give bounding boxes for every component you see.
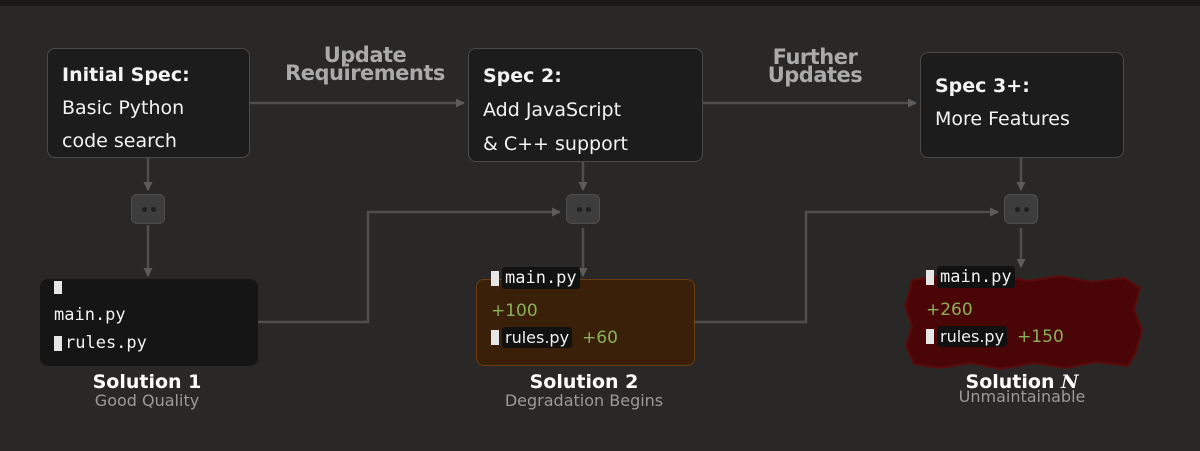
solution-1-box: main.py rules.py: [40, 279, 258, 366]
line-delta: +100: [491, 301, 538, 321]
solution-subtitle: Unmaintainable: [958, 387, 1086, 406]
robot-icon: [131, 194, 165, 224]
file-icon: [54, 280, 62, 294]
spec-text: Basic Python: [62, 97, 185, 119]
arrow-sol2-robotN: [695, 207, 999, 324]
solution-n-caption: Solution N Unmaintainable: [922, 371, 1122, 406]
file-name: main.py: [54, 305, 126, 325]
solution-1-caption: Solution 1 Good Quality: [47, 371, 247, 410]
update-requirements-label: Update Requirements: [285, 43, 445, 85]
spec-3-box: Spec 3+: More Features: [920, 52, 1124, 158]
file-icon: [491, 270, 499, 286]
robot-icon: [1004, 194, 1038, 224]
file-icon: [926, 269, 934, 285]
file-name: main.py: [937, 266, 1015, 288]
spec-text: code search: [62, 130, 177, 152]
spec-text: More Features: [935, 108, 1070, 130]
solution-title: Solution 2: [529, 371, 639, 393]
line-delta: +260: [926, 300, 973, 320]
spec-title: Spec 2:: [483, 65, 562, 87]
further-updates-label: Further Updates: [767, 45, 863, 87]
line-delta: +150: [1017, 326, 1064, 347]
line-delta: +60: [582, 327, 618, 348]
solution-2-box: main.py +100 rules.py +60: [476, 267, 695, 366]
solution-subtitle: Degradation Begins: [504, 391, 664, 410]
solution-2-caption: Solution 2 Degradation Begins: [484, 371, 684, 410]
file-name: rules.py: [65, 333, 147, 353]
spec-text: Add JavaScript: [483, 99, 622, 121]
file-icon: [491, 330, 499, 345]
spec-title: Spec 3+:: [935, 75, 1030, 97]
spec-text: & C++ support: [483, 133, 628, 155]
spec-2-box: Spec 2: Add JavaScript & C++ support: [468, 48, 703, 162]
top-border: [0, 0, 1200, 6]
file-name: rules.py: [502, 327, 573, 348]
solution-title: Solution N: [965, 371, 1079, 393]
file-name: main.py: [502, 267, 580, 289]
spec-title: Initial Spec:: [62, 64, 190, 86]
solution-n-box: main.py +260 rules.py +150: [912, 266, 1137, 366]
file-name: rules.py: [937, 326, 1008, 347]
arrow-sol1-robot2: [258, 207, 561, 324]
robot-icon: [566, 194, 600, 224]
spec-initial-box: Initial Spec: Basic Python code search: [47, 48, 250, 158]
file-icon: [54, 335, 62, 351]
file-icon: [926, 329, 934, 344]
solution-subtitle: Good Quality: [94, 391, 200, 410]
solution-title: Solution 1: [92, 371, 202, 393]
